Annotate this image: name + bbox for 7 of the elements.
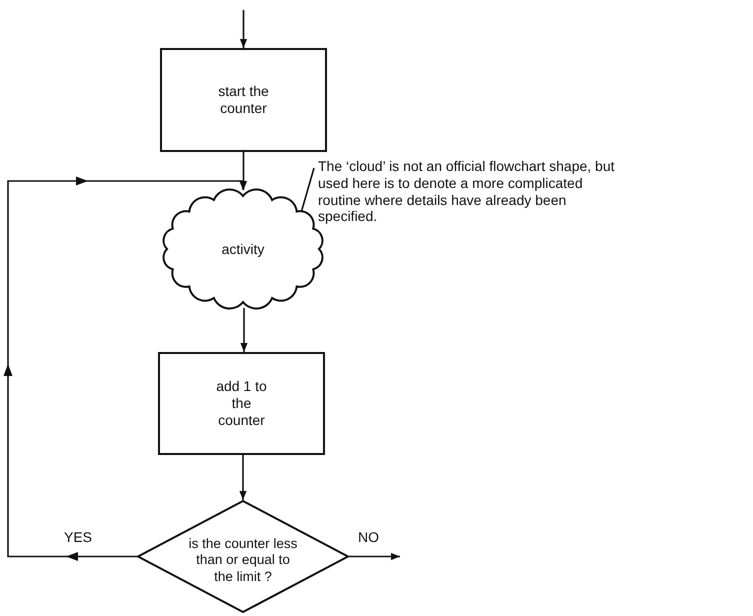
node-label: add 1 to the counter xyxy=(215,378,268,429)
process-box xyxy=(160,48,327,152)
node-label: is the counter less than or equal to the limit ? xyxy=(188,536,298,585)
node-label: start the counter xyxy=(217,83,270,117)
node-label: activity xyxy=(220,240,266,258)
process-box xyxy=(158,352,325,455)
annotation-text: The ‘cloud’ is not an official flowchart shape, but used here is to denote a more complicated routine where details have already been specified. xyxy=(317,158,616,226)
